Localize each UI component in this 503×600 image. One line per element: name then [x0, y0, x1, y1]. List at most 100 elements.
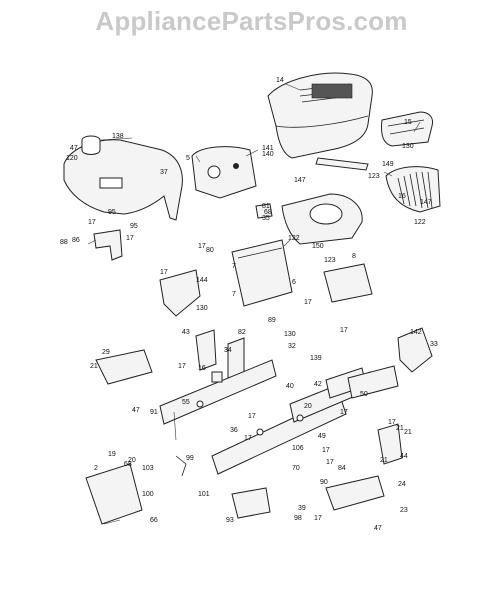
part-label: 138 [112, 133, 124, 140]
cup-holder-part [81, 135, 101, 155]
part-label: 122 [288, 235, 300, 242]
part-label: 39 [298, 505, 306, 512]
part-label: 47 [374, 525, 382, 532]
part-label: 139 [310, 355, 322, 362]
footrest-right-part [325, 475, 385, 511]
part-label: 47 [132, 407, 140, 414]
rear-bracket-part [347, 365, 399, 399]
part-label: 150 [312, 243, 324, 250]
leader-lines [87, 83, 421, 525]
part-label: 33 [430, 341, 438, 348]
part-label: 149 [382, 161, 394, 168]
part-label: 5 [186, 155, 190, 162]
part-label: 14 [276, 77, 284, 84]
small-plate-part [211, 371, 223, 383]
part-label: 88 [60, 239, 68, 246]
part-label: 49 [318, 433, 326, 440]
hood-part [267, 72, 373, 159]
part-label: 84 [338, 465, 346, 472]
part-label: 130 [284, 331, 296, 338]
part-label: 37 [160, 169, 168, 176]
part-label: 93 [226, 517, 234, 524]
part-label: 140 [262, 151, 274, 158]
part-label: 147 [420, 199, 432, 206]
part-label: 17 [388, 419, 396, 426]
dash-base-part [281, 193, 363, 245]
part-label: 70 [292, 465, 300, 472]
part-label: 19 [108, 451, 116, 458]
part-label: 24 [398, 481, 406, 488]
part-label: 35 [262, 215, 270, 222]
bracket-left-part [195, 329, 217, 371]
part-label: 21 [90, 363, 98, 370]
part-label: 86 [72, 237, 80, 244]
part-label: 17 [248, 413, 256, 420]
part-label: 47 [70, 145, 78, 152]
part-label: 8 [352, 253, 356, 260]
part-label: 43 [182, 329, 190, 336]
part-label: 68 [264, 209, 272, 216]
part-label: 141 [262, 145, 274, 152]
part-label: 91 [150, 409, 158, 416]
part-label: 50 [360, 391, 368, 398]
console-part [191, 146, 257, 199]
part-label: 21 [404, 429, 412, 436]
part-label: 123 [368, 173, 380, 180]
part-label: 17 [314, 515, 322, 522]
support-bracket-part [159, 269, 201, 317]
part-label: 99 [186, 455, 194, 462]
part-label: 142 [410, 329, 422, 336]
part-label: 100 [142, 491, 154, 498]
part-label: 17 [198, 243, 206, 250]
steering-plate-part [231, 239, 293, 307]
part-label: 42 [314, 381, 322, 388]
part-label: 17 [160, 269, 168, 276]
side-panel-part [385, 166, 441, 213]
part-label: 21 [380, 457, 388, 464]
part-label: 36 [230, 427, 238, 434]
part-label: 147 [294, 177, 306, 184]
part-label: 32 [288, 343, 296, 350]
part-label: 23 [400, 507, 408, 514]
part-label: 6 [292, 279, 296, 286]
part-label: 82 [238, 329, 246, 336]
part-label: 81 [262, 203, 270, 210]
part-label: 17 [88, 219, 96, 226]
bolt-part [175, 455, 187, 477]
part-label: 106 [292, 445, 304, 452]
part-label: 68 [124, 461, 132, 468]
part-label: 120 [66, 155, 78, 162]
part-label: 17 [126, 235, 134, 242]
part-label: 17 [322, 447, 330, 454]
part-label: 95 [108, 209, 116, 216]
part-label: 95 [130, 223, 138, 230]
part-label: 66 [150, 517, 158, 524]
part-label: 29 [102, 349, 110, 356]
grille-part [381, 111, 433, 147]
part-label: 40 [286, 383, 294, 390]
part-label: 21 [396, 425, 404, 432]
part-label: 17 [178, 363, 186, 370]
mounting-plate-part [323, 263, 373, 303]
part-label: 2 [94, 465, 98, 472]
part-label: 16 [198, 365, 206, 372]
hood-strip-part [315, 157, 369, 171]
bracket-part [93, 229, 123, 261]
part-label: 20 [304, 403, 312, 410]
part-label: 16 [398, 193, 406, 200]
part-label: 144 [196, 277, 208, 284]
part-label: 122 [414, 219, 426, 226]
part-label: 17 [340, 409, 348, 416]
clip-part [255, 203, 273, 219]
part-label: 55 [182, 399, 190, 406]
right-support-part [377, 423, 403, 465]
part-label: 44 [400, 453, 408, 460]
part-labels: 1413847120141140375151301491471231614712… [60, 77, 438, 532]
part-label: 123 [324, 257, 336, 264]
rear-hitch-part [231, 487, 271, 519]
part-label: 7 [232, 263, 236, 270]
part-label: 103 [142, 465, 154, 472]
part-label: 34 [224, 347, 232, 354]
